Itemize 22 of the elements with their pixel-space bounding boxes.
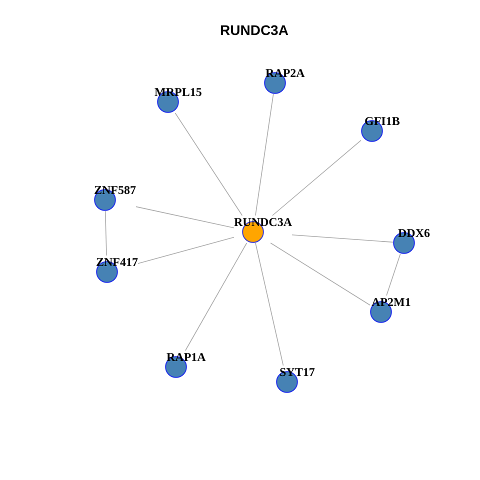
- edge-line: [292, 234, 394, 243]
- edge-line: [270, 242, 370, 306]
- edge-line: [136, 206, 234, 228]
- gene-label: RAP2A: [266, 66, 305, 78]
- gene-label: ZNF417: [96, 256, 138, 268]
- gene-label: AP2M1: [372, 296, 411, 308]
- edge-line: [386, 254, 401, 296]
- gene-label: DDX6: [398, 226, 430, 238]
- gene-label: GFI1B: [364, 114, 400, 126]
- gene-label: ZNF587: [94, 184, 136, 196]
- chart-title: RUNDC3A: [220, 22, 288, 38]
- edge-line: [138, 236, 234, 264]
- edge-line: [272, 140, 362, 216]
- gene-label: SYT17: [280, 366, 315, 378]
- edge-line: [185, 242, 248, 351]
- edge-line: [104, 210, 107, 256]
- edge-line: [255, 94, 274, 216]
- gene-label: RUNDC3A: [234, 216, 292, 228]
- gene-label: RAP1A: [166, 350, 206, 362]
- gene-label: MRPL15: [154, 86, 202, 98]
- edge-line: [174, 112, 243, 216]
- edge-line: [255, 242, 284, 366]
